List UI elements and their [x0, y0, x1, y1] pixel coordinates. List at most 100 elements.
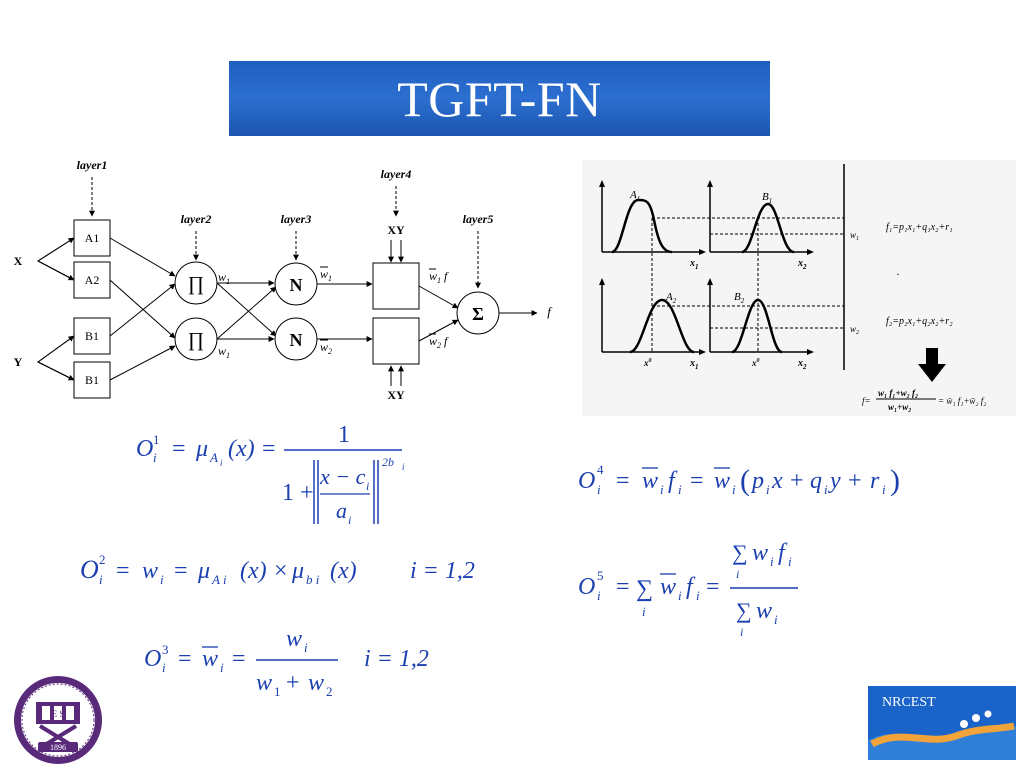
mf-node-a2-label: A2	[85, 273, 100, 287]
x2-label-top: x2	[797, 258, 807, 271]
wbar2-label: w	[320, 340, 328, 354]
nrcest-text: NRCEST	[882, 695, 936, 710]
svg-text:=: =	[690, 468, 704, 494]
svg-text:A: A	[209, 450, 218, 465]
svg-text:=: =	[174, 558, 188, 584]
svg-text:∑: ∑	[732, 540, 748, 565]
svg-text:i: i	[766, 482, 770, 497]
svg-text:μ: μ	[195, 436, 208, 462]
wbar1-f-label: f	[444, 269, 449, 283]
xy-top-label: XY	[387, 223, 405, 237]
svg-text:p: p	[750, 468, 764, 494]
mf-node-b1-lower-label: B1	[85, 373, 99, 387]
svg-text:b i: b i	[306, 572, 320, 587]
svg-text:2b: 2b	[382, 455, 394, 469]
svg-text:3: 3	[162, 642, 169, 657]
layer4-label: layer4	[381, 167, 412, 181]
sum-node-symbol: Σ	[472, 304, 484, 324]
svg-text:=: =	[232, 646, 246, 672]
svg-text:O: O	[578, 574, 595, 600]
input-y: Y	[14, 355, 23, 369]
svg-text:5: 5	[597, 568, 604, 583]
svg-text:i: i	[304, 640, 308, 655]
w1-label: w	[218, 270, 226, 284]
svg-text:1: 1	[153, 432, 160, 447]
svg-text:∑: ∑	[636, 576, 653, 602]
equation-o5: O 5 i = ∑ i w i f i = ∑ i w i f i ∑ i w …	[578, 540, 798, 639]
svg-text:×: ×	[274, 558, 288, 584]
svg-text:i: i	[678, 588, 682, 603]
svg-text:f: f	[668, 468, 678, 494]
layer3-label: layer3	[281, 212, 312, 226]
nrcest-logo: NRCEST	[868, 686, 1016, 760]
svg-text:w: w	[714, 468, 730, 494]
svg-text:(: (	[740, 464, 750, 497]
svg-text:i: i	[678, 482, 682, 497]
svg-text:i: i	[597, 482, 601, 497]
svg-text:i: i	[348, 513, 351, 527]
svg-text:f: f	[778, 540, 788, 566]
svg-text:i: i	[366, 479, 369, 493]
equation-o3: O 3 i = w i = w i w 1 + w 2 i = 1,2	[144, 626, 429, 699]
svg-text:i: i	[736, 567, 739, 581]
mf-node-b1-upper-label: B1	[85, 329, 99, 343]
svg-text:w: w	[660, 574, 676, 600]
x1-label-top: x1	[689, 258, 699, 271]
svg-text:i: i	[220, 458, 223, 468]
svg-text:i: i	[788, 554, 792, 569]
layer1-label: layer1	[77, 158, 108, 172]
input-x: X	[14, 254, 23, 268]
svg-text:4: 4	[597, 462, 604, 477]
svg-text:i: i	[220, 660, 224, 675]
x2-label-bottom: x2	[797, 358, 807, 371]
svg-text:i: i	[696, 588, 700, 603]
mf-node-a1	[73, 219, 111, 257]
a1-label: A1	[629, 189, 640, 203]
svg-text:i: i	[740, 625, 743, 639]
svg-text:i: i	[732, 482, 736, 497]
output-f-label: f	[547, 304, 553, 319]
rule-f2: f₂=p₂x₁+q₂x₂+r₂	[886, 316, 953, 327]
svg-text:O: O	[136, 436, 153, 462]
svg-text:w: w	[256, 670, 272, 696]
w2-plot-label: w2	[850, 324, 859, 336]
product-node-1-symbol: ∏	[188, 273, 204, 295]
svg-text:=: =	[178, 646, 192, 672]
svg-text:y: y	[828, 468, 841, 494]
output-eq-den: w₁+w₂	[888, 402, 911, 412]
rule-dot: ·	[896, 267, 900, 281]
svg-text:(x): (x)	[228, 436, 255, 462]
w1-plot-label: w1	[850, 230, 859, 242]
svg-text:w: w	[286, 626, 302, 652]
x1-label-bottom: x1	[689, 358, 699, 371]
product-node-2-symbol: ∏	[188, 329, 204, 351]
mf-node-b1-lower	[73, 361, 111, 399]
w2-label: w	[218, 344, 226, 358]
svg-text:w1: w1	[218, 270, 230, 286]
svg-text:i: i	[160, 572, 164, 587]
svg-text:): )	[890, 464, 900, 497]
svg-text:2: 2	[326, 684, 333, 699]
fuzzy-inference-plot: A1 x1 B1 x2 A2 x1 B2 x2 x0 x0 w1 w2 f₁=p…	[582, 160, 1016, 416]
layer2-label: layer2	[181, 212, 212, 226]
norm-node-1-symbol: N	[290, 275, 303, 295]
svg-text:i: i	[162, 660, 166, 675]
svg-text:q: q	[810, 468, 822, 494]
svg-text:x: x	[771, 468, 783, 494]
equation-o4: O 4 i = w i f i = w i ( p i x + q i y + …	[578, 462, 900, 497]
svg-text:(x): (x)	[330, 558, 357, 584]
slide-title: TGFT-FN	[397, 70, 602, 127]
anfis-network-diagram: layer1 layer2 layer3 layer4 layer5 X Y A…	[14, 158, 554, 402]
consequent-node-2	[372, 317, 420, 365]
svg-text:=: =	[172, 436, 186, 462]
svg-text:O: O	[80, 555, 99, 584]
svg-text:∑: ∑	[736, 598, 752, 623]
svg-text:w: w	[752, 540, 768, 566]
svg-text:x − c: x − c	[319, 464, 366, 489]
svg-text:w2: w2	[320, 340, 332, 356]
svg-text:(x): (x)	[240, 558, 267, 584]
svg-text:+: +	[286, 670, 300, 696]
a2-label: A2	[665, 291, 677, 305]
svg-text:+: +	[790, 468, 804, 494]
wbar2-f-label: f	[444, 334, 449, 348]
